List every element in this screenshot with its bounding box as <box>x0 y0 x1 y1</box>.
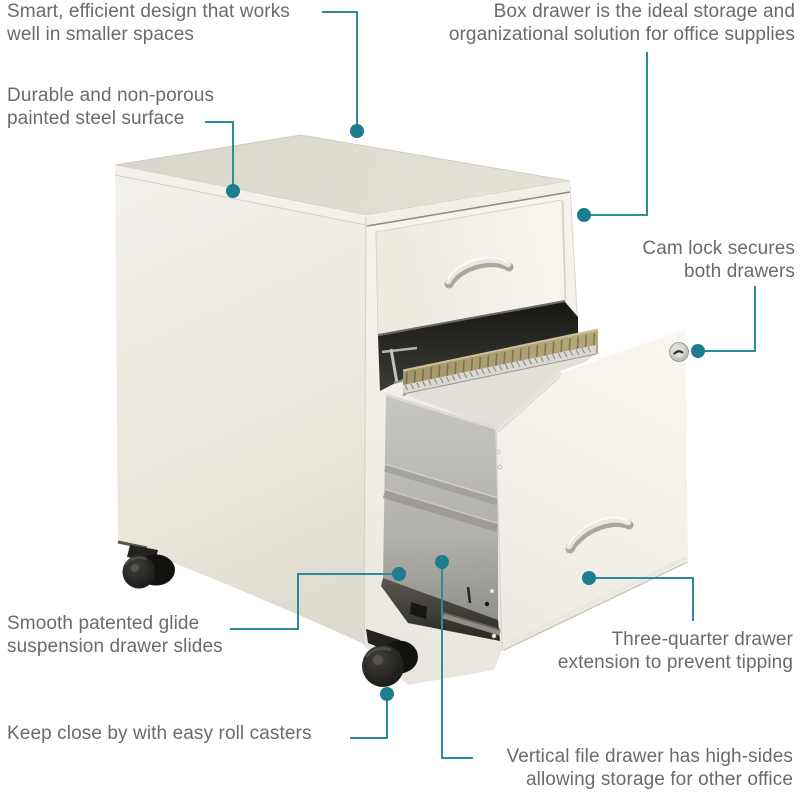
callout-dot-design <box>350 124 364 138</box>
callout-line-cam-lock <box>704 286 756 352</box>
callout-text-line: allowing storage for other office <box>526 769 793 790</box>
drawer-slope <box>404 354 596 429</box>
callout-text-line: Keep close by with easy roll casters <box>7 723 312 744</box>
glide-rail-line <box>442 611 501 631</box>
callout-dot-glide <box>392 567 406 581</box>
box-drawer-handle <box>444 256 514 289</box>
callout-text-line: both drawers <box>683 261 795 282</box>
right-frame-seam <box>562 200 567 317</box>
callout-label-file-drawer: Vertical file drawer has high-sides allo… <box>506 745 793 791</box>
callout-label-design: Smart, efficient design that works well … <box>7 0 290 46</box>
top-front-gap <box>366 191 571 227</box>
front-corner-crease <box>363 216 367 645</box>
callout-text-line: Durable and non-porous <box>7 85 215 106</box>
callout-dot-file-drawer <box>435 555 449 569</box>
callout-text-line: Smart, efficient design that works <box>7 1 290 22</box>
front-panel-bottom-edge <box>502 561 688 652</box>
box-drawer-seams <box>375 199 566 335</box>
front-panel-rivets <box>489 449 503 639</box>
caster-front <box>362 629 418 687</box>
callout-text-line: Smooth patented glide <box>7 613 200 634</box>
callout-line-surface <box>205 121 234 187</box>
callout-label-glide: Smooth patented glide suspension drawer … <box>7 612 223 658</box>
callout-dot-cam-lock <box>691 344 705 358</box>
side-panel-grooves <box>382 463 500 532</box>
callout-text-line: painted steel surface <box>7 108 185 129</box>
front-panel-bottom-strip <box>502 556 687 648</box>
high-side-slope-shadow <box>497 376 561 433</box>
callout-line-glide <box>230 573 394 630</box>
callout-label-surface: Durable and non-porous painted steel sur… <box>7 84 214 130</box>
underside-tick <box>466 586 472 604</box>
callout-line-casters <box>350 700 388 739</box>
hanging-files-top-edge <box>402 328 599 372</box>
underside-dot <box>484 601 490 607</box>
callout-dot-casters <box>380 687 394 701</box>
callout-text-line: Vertical file drawer has high-sides <box>506 746 793 767</box>
top-edge-front-lip <box>366 181 570 225</box>
caster-rear-left <box>117 540 175 589</box>
callout-line-design <box>322 11 358 127</box>
high-side-slope-edge <box>494 370 563 431</box>
callout-line-file-drawer <box>441 567 473 759</box>
left-face <box>115 165 366 644</box>
callout-line-box-drawer <box>589 52 648 216</box>
callout-text-line: Cam lock secures <box>642 238 795 259</box>
glide-rail-strip <box>442 613 501 636</box>
drawer-latch <box>410 602 427 619</box>
callout-text-line: Three-quarter drawer <box>611 629 793 650</box>
callout-text-line: suspension drawer slides <box>7 636 223 657</box>
callout-label-cam-lock: Cam lock secures both drawers <box>642 237 795 283</box>
callout-dot-surface <box>226 184 240 198</box>
rail-teeth <box>404 346 591 391</box>
callout-text-line: organizational solution for office suppl… <box>448 24 795 45</box>
callout-dot-extension <box>582 571 596 585</box>
open-file-drawer <box>381 328 689 652</box>
front-panel-left-seam <box>495 427 503 651</box>
side-panel-top-edge <box>385 393 499 431</box>
callout-line-extension <box>594 577 694 621</box>
top-edge-left-seam <box>114 174 367 226</box>
file-rail-bottom <box>402 353 597 395</box>
file-drawer-front-panel <box>496 329 688 650</box>
top-edge-left-lip <box>115 165 366 224</box>
callout-text-line: extension to prevent tipping <box>557 652 793 673</box>
box-drawer-bottom-gap <box>377 300 566 336</box>
callout-label-box-drawer: Box drawer is the ideal storage and orga… <box>449 0 795 46</box>
front-panel-top-edge <box>559 328 686 373</box>
callout-text-line: Box drawer is the ideal storage and <box>493 1 795 22</box>
file-drawer-handle <box>565 516 634 554</box>
casters <box>117 540 418 687</box>
callout-dot-box-drawer <box>577 208 591 222</box>
cam-lock <box>669 342 689 362</box>
callout-label-extension: Three-quarter drawer extension to preven… <box>558 628 793 674</box>
callout-label-casters: Keep close by with easy roll casters <box>7 722 312 745</box>
callout-lines <box>205 11 756 759</box>
callout-text-line: well in smaller spaces <box>7 24 194 45</box>
